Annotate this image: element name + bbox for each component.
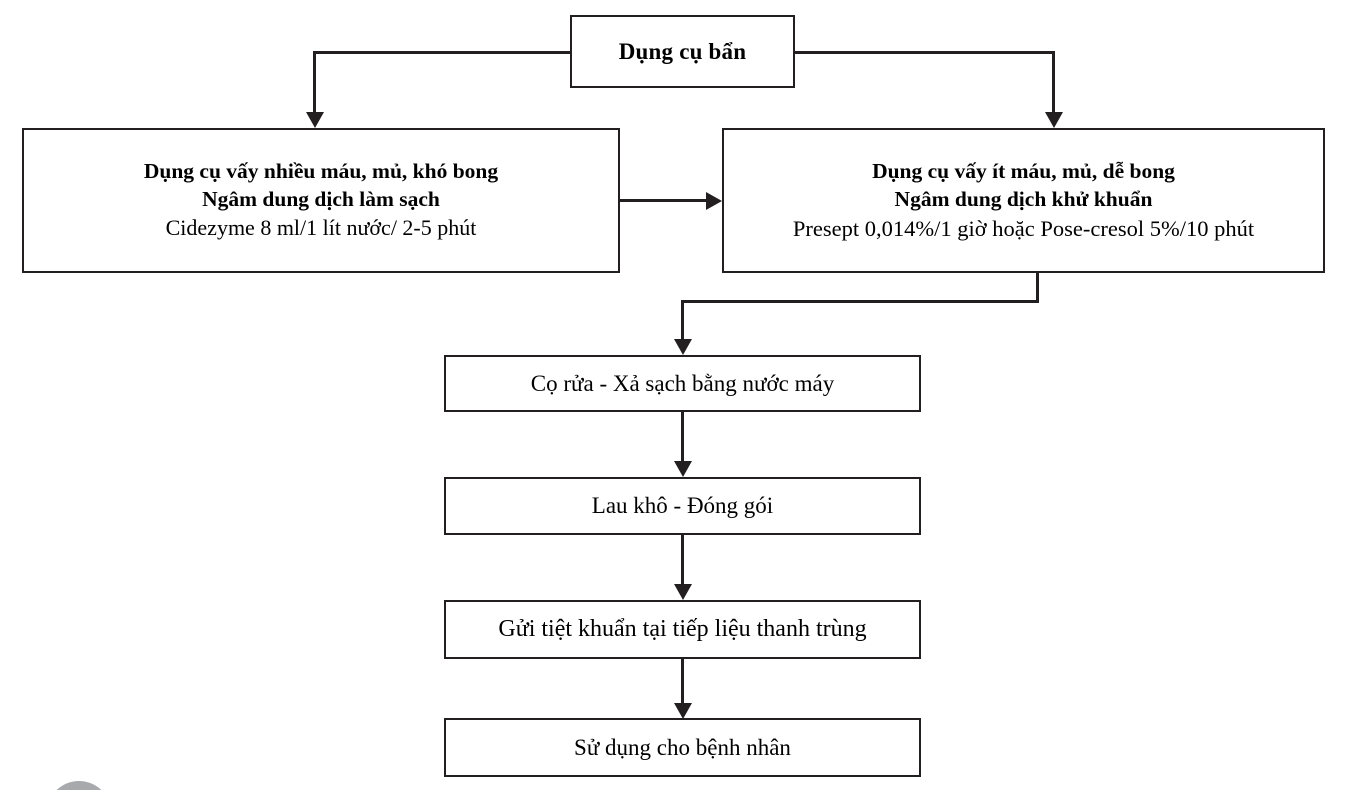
node-send-for-sterilization: Gửi tiệt khuẩn tại tiếp liệu thanh trùng	[444, 600, 921, 659]
node-lightly-soiled-instruments-line-3: Presept 0,014%/1 giờ hoặc Pose-cresol 5%…	[792, 215, 1255, 241]
edge-sterile-to-use-vertical	[681, 659, 684, 705]
node-use-on-patient-line-1: Sử dụng cho bệnh nhân	[574, 734, 791, 760]
edge-dirty-to-heavy-horizontal	[313, 51, 572, 54]
edge-light-to-rinse-arrowhead	[673, 339, 692, 355]
edge-dirty-to-heavy-arrowhead	[305, 112, 324, 128]
node-heavy-soiled-instruments-line-2: Ngâm dung dịch làm sạch	[202, 187, 440, 212]
node-send-for-sterilization-line-1: Gửi tiệt khuẩn tại tiếp liệu thanh trùng	[498, 615, 867, 642]
edge-dirty-to-light-vertical	[1052, 51, 1055, 113]
node-scrub-and-rinse: Cọ rửa - Xả sạch bằng nước máy	[444, 355, 921, 412]
edge-light-to-rinse-vertical-end	[681, 300, 684, 341]
node-lightly-soiled-instruments-line-1: Dụng cụ vấy ít máu, mủ, dễ bong	[872, 158, 1175, 183]
node-heavy-soiled-instruments-line-3: Cidezyme 8 ml/1 lít nước/ 2-5 phút	[165, 215, 477, 241]
node-lightly-soiled-instruments: Dụng cụ vấy ít máu, mủ, dễ bong Ngâm dun…	[722, 128, 1325, 273]
edge-dirty-to-heavy-vertical	[313, 51, 316, 113]
node-dirty-instruments-line-1: Dụng cụ bẩn	[618, 38, 747, 64]
node-heavy-soiled-instruments-line-1: Dụng cụ vấy nhiều máu, mủ, khó bong	[143, 159, 499, 184]
edge-heavy-to-light-arrowhead	[706, 192, 722, 210]
watermark-circle	[47, 781, 111, 790]
edge-light-to-rinse-horizontal	[681, 300, 1039, 303]
edge-dry-to-sterile-vertical	[681, 535, 684, 585]
edge-rinse-to-dry-arrowhead	[673, 461, 692, 477]
node-dry-and-pack: Lau khô - Đóng gói	[444, 477, 921, 535]
node-dry-and-pack-line-1: Lau khô - Đóng gói	[591, 493, 774, 519]
node-lightly-soiled-instruments-line-2: Ngâm dung dịch khử khuẩn	[894, 186, 1153, 211]
edge-dirty-to-light-horizontal	[793, 51, 1055, 54]
node-dirty-instruments: Dụng cụ bẩn	[570, 15, 795, 88]
node-heavy-soiled-instruments: Dụng cụ vấy nhiều máu, mủ, khó bong Ngâm…	[22, 128, 620, 273]
edge-heavy-to-light-horizontal	[620, 199, 708, 202]
edge-light-to-rinse-vertical-start	[1036, 273, 1039, 303]
edge-dry-to-sterile-arrowhead	[673, 584, 692, 600]
node-use-on-patient: Sử dụng cho bệnh nhân	[444, 718, 921, 777]
edge-sterile-to-use-arrowhead	[673, 703, 692, 719]
edge-rinse-to-dry-vertical	[681, 412, 684, 462]
node-scrub-and-rinse-line-1: Cọ rửa - Xả sạch bằng nước máy	[530, 370, 835, 396]
edge-dirty-to-light-arrowhead	[1044, 112, 1063, 128]
